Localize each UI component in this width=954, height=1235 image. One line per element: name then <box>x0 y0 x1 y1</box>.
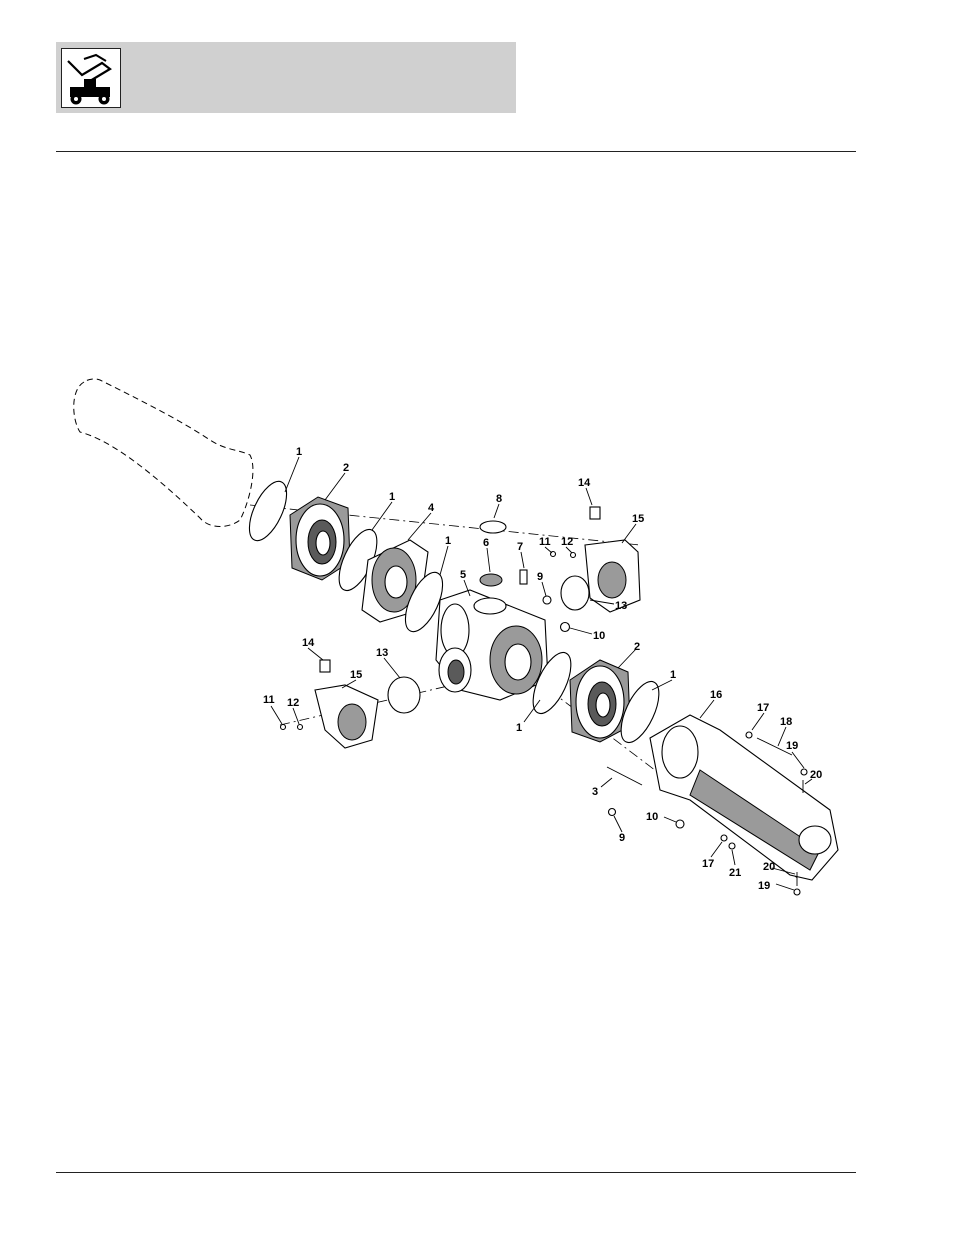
callout-12b: 12 <box>287 697 299 709</box>
bushing-14b <box>320 660 330 672</box>
callout-3: 3 <box>592 786 598 798</box>
callout-6: 6 <box>483 537 489 549</box>
callout-8: 8 <box>496 493 502 505</box>
callout-17b: 17 <box>702 858 714 870</box>
washer-17a <box>746 732 752 738</box>
callout-19b: 19 <box>758 880 770 892</box>
callout-1a: 1 <box>296 446 302 458</box>
bolt-10a <box>561 623 570 632</box>
nut-19b <box>794 889 800 895</box>
washer-17b <box>721 835 727 841</box>
callout-14b: 14 <box>302 637 315 649</box>
callout-21: 21 <box>729 867 741 879</box>
callout-14a: 14 <box>578 477 591 489</box>
callout-1c: 1 <box>445 535 451 547</box>
bushing-14a <box>590 507 600 519</box>
callout-18: 18 <box>780 716 792 728</box>
callout-20b: 20 <box>763 861 775 873</box>
callout-17a: 17 <box>757 702 769 714</box>
callout-5: 5 <box>460 569 466 581</box>
washer-12a <box>571 553 576 558</box>
nut-19a <box>801 769 807 775</box>
seal-ring-8 <box>480 521 506 533</box>
callout-13a: 13 <box>615 600 627 612</box>
bolt-10b <box>676 820 684 828</box>
callout-16: 16 <box>710 689 722 701</box>
callout-10b: 10 <box>646 811 658 823</box>
bearing-cap-15a <box>585 540 640 612</box>
callout-2b: 2 <box>634 641 640 653</box>
plug-plate-6 <box>480 574 502 586</box>
bolt-9b <box>609 809 616 816</box>
callout-19a: 19 <box>786 740 798 752</box>
callout-2a: 2 <box>343 462 349 474</box>
washer-12b <box>298 725 303 730</box>
callout-1e: 1 <box>670 669 676 681</box>
breather-fitting-7 <box>520 570 527 584</box>
axle-arm-16 <box>650 715 838 880</box>
nut-21 <box>729 843 735 849</box>
callout-11a: 11 <box>539 536 551 548</box>
callout-9a: 9 <box>537 571 543 583</box>
screw-11b <box>281 725 286 730</box>
phantom-housing-outline <box>74 379 253 527</box>
callout-12a: 12 <box>561 536 573 548</box>
callout-10a: 10 <box>593 630 605 642</box>
bushing-13b <box>388 677 420 713</box>
callout-15b: 15 <box>350 669 362 681</box>
o-ring-1a <box>242 476 294 546</box>
differential-housing-5 <box>436 590 548 700</box>
callout-7: 7 <box>517 541 523 553</box>
callout-9b: 9 <box>619 832 625 844</box>
bushing-13a <box>561 576 589 610</box>
pin-3 <box>607 767 642 785</box>
callout-11b: 11 <box>263 694 275 706</box>
callout-1b: 1 <box>389 491 395 503</box>
callout-13b: 13 <box>376 647 388 659</box>
callout-4: 4 <box>428 502 435 514</box>
callout-15a: 15 <box>632 513 644 525</box>
bolt-9a <box>543 596 551 604</box>
callout-1d: 1 <box>516 722 522 734</box>
callout-20a: 20 <box>810 769 822 781</box>
bearing-cap-15b <box>315 685 378 748</box>
